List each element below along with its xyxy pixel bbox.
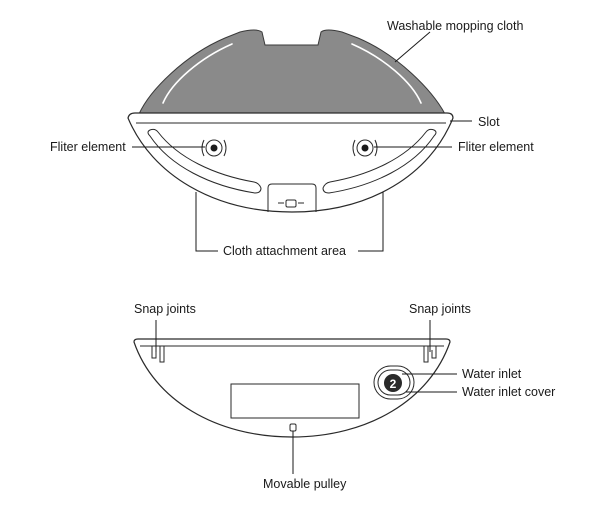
mop-plate-body: [127, 112, 454, 213]
cloth-slot-right: [351, 43, 422, 104]
snap-joint-right: [423, 346, 437, 363]
leader-attach-left: [195, 192, 218, 252]
leader-cloth: [394, 31, 431, 63]
top-mop-assembly: Washable mopping cloth Slot Fliter eleme…: [50, 19, 534, 258]
label-water-inlet: Water inlet: [462, 367, 522, 381]
center-clip-button: [285, 199, 297, 208]
movable-pulley: [289, 423, 297, 474]
bottom-water-tank: 2 Snap joints Snap joints Water inlet Wa…: [133, 302, 555, 491]
label-water-inlet-cover: Water inlet cover: [462, 385, 555, 399]
tank-body: [133, 338, 451, 438]
leader-attach-right: [358, 192, 384, 252]
tank-window: [230, 383, 360, 419]
label-filter-right: Fliter element: [458, 140, 534, 154]
plate-slot-left: [147, 128, 262, 194]
label-attachment-area: Cloth attachment area: [223, 244, 346, 258]
inlet-cover-mark: 2: [390, 377, 397, 391]
label-mopping-cloth: Washable mopping cloth: [387, 19, 523, 33]
water-inlet-cover: 2: [373, 365, 415, 400]
label-movable-pulley: Movable pulley: [263, 477, 347, 491]
filter-element-right: [352, 139, 378, 157]
label-filter-left: Fliter element: [50, 140, 126, 154]
filter-element-left: [201, 139, 227, 157]
center-clip: [267, 183, 317, 212]
cloth-slot-left: [162, 43, 233, 104]
plate-slot-right: [322, 128, 437, 194]
label-snap-left: Snap joints: [134, 302, 196, 316]
mopping-cloth: [138, 29, 446, 115]
snap-joint-left: [151, 346, 165, 363]
label-snap-right: Snap joints: [409, 302, 471, 316]
label-slot: Slot: [478, 115, 500, 129]
